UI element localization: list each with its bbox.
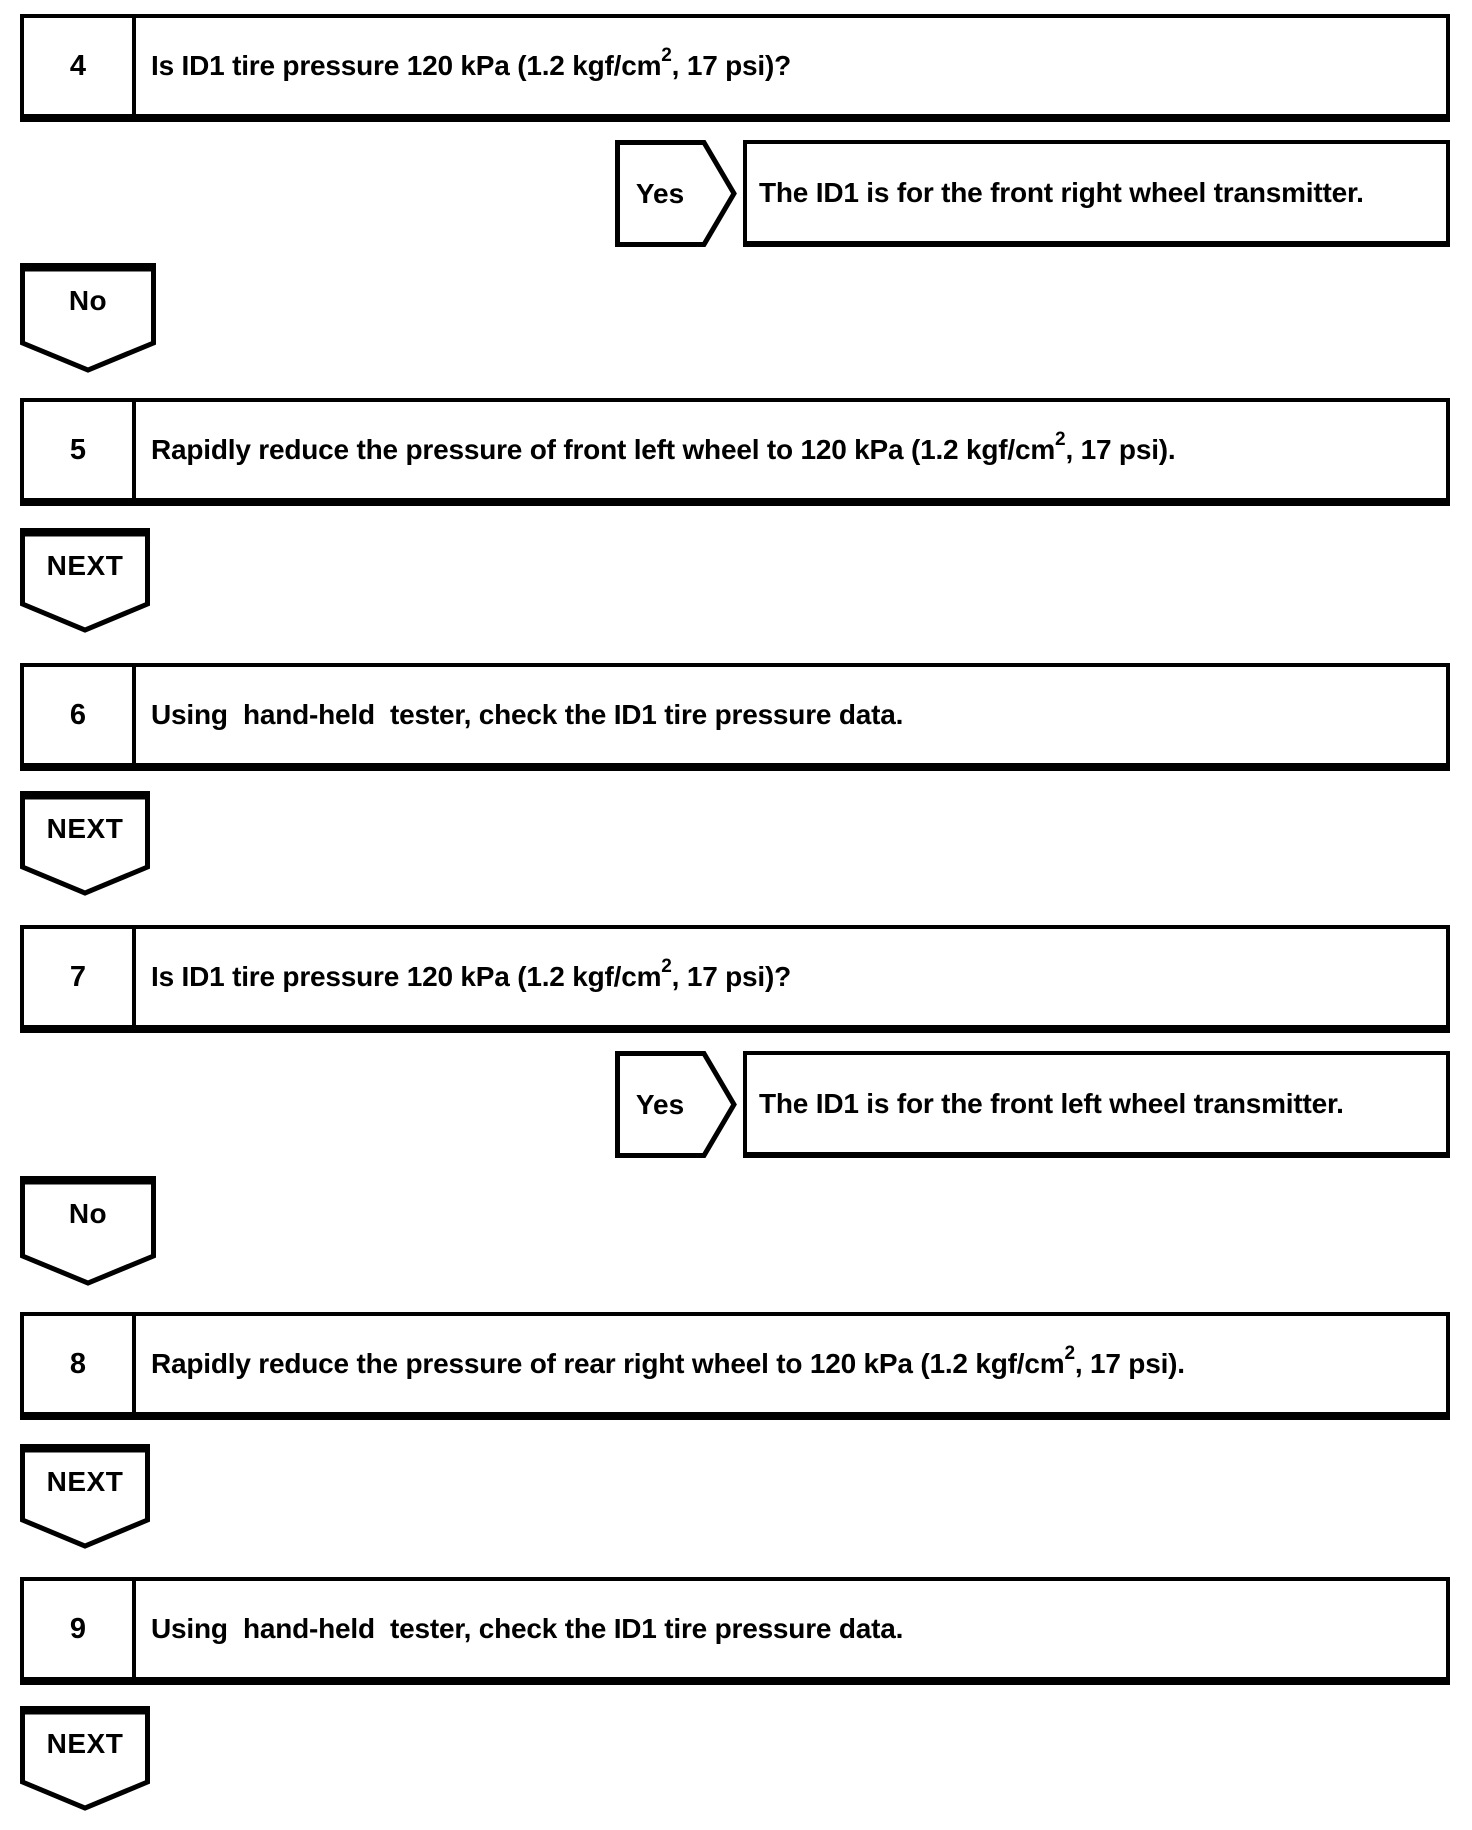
step-8-text-post: , 17 psi).: [1074, 1348, 1185, 1379]
yes-tag: Yes: [615, 1051, 737, 1158]
yes-tag: Yes: [615, 140, 737, 247]
yes-label: Yes: [635, 177, 685, 209]
yes-result-box: The ID1 is for the front left wheel tran…: [743, 1051, 1450, 1158]
step-6-number: 6: [24, 667, 136, 763]
step-5-number: 5: [24, 402, 136, 498]
next-label: NEXT: [46, 1466, 124, 1497]
down-arrow-icon: [20, 1706, 150, 1811]
step-6-text: Using hand-held tester, check the ID1 ti…: [136, 667, 1446, 763]
next-label: NEXT: [46, 1728, 124, 1759]
yes-pentagon-icon: [615, 1051, 737, 1158]
yes-branch-1: Yes The ID1 is for the front right wheel…: [615, 140, 1450, 247]
step-5-text-post: , 17 psi).: [1065, 434, 1176, 465]
step-8-box: 8 Rapidly reduce the pressure of rear ri…: [20, 1312, 1450, 1420]
next-connector-3: NEXT: [20, 1444, 150, 1551]
step-5-text-pre: Rapidly reduce the pressure of front lef…: [151, 434, 1056, 465]
no-label: No: [68, 1198, 108, 1229]
yes-result-text: The ID1 is for the front left wheel tran…: [759, 1087, 1344, 1119]
step-4-number: 4: [24, 18, 136, 114]
down-arrow-icon: [20, 1176, 156, 1286]
step-9-number: 9: [24, 1581, 136, 1677]
step-5-box: 5 Rapidly reduce the pressure of front l…: [20, 398, 1450, 506]
next-label: NEXT: [46, 813, 124, 844]
step-8-text: Rapidly reduce the pressure of rear righ…: [151, 1343, 1185, 1379]
step-8-text-pre: Rapidly reduce the pressure of rear righ…: [151, 1348, 1065, 1379]
step-4-text-pre: Is ID1 tire pressure 120 kPa (1.2 kgf/cm: [151, 50, 662, 81]
next-connector-1: NEXT: [20, 528, 150, 635]
next-connector-2: NEXT: [20, 791, 150, 898]
step-4-box: 4 Is ID1 tire pressure 120 kPa (1.2 kgf/…: [20, 14, 1450, 122]
step-6-text-pre: Using hand-held tester, check the ID1 ti…: [151, 699, 904, 730]
step-7-text-pre: Is ID1 tire pressure 120 kPa (1.2 kgf/cm: [151, 961, 662, 992]
step-9-text: Using hand-held tester, check the ID1 ti…: [136, 1581, 1446, 1677]
down-arrow-icon: [20, 528, 150, 633]
step-9-text-pre: Using hand-held tester, check the ID1 ti…: [151, 1613, 904, 1644]
yes-result-box: The ID1 is for the front right wheel tra…: [743, 140, 1450, 247]
step-4-text-post: , 17 psi)?: [671, 50, 792, 81]
step-7-number: 7: [24, 929, 136, 1025]
down-arrow-icon: [20, 1444, 150, 1549]
yes-result-text: The ID1 is for the front right wheel tra…: [759, 176, 1364, 208]
step-8-number: 8: [24, 1316, 136, 1412]
step-9-box: 9 Using hand-held tester, check the ID1 …: [20, 1577, 1450, 1685]
down-arrow-icon: [20, 263, 156, 373]
yes-label: Yes: [635, 1088, 685, 1120]
step-7-text: Is ID1 tire pressure 120 kPa (1.2 kgf/cm…: [151, 956, 792, 992]
next-connector-4: NEXT: [20, 1706, 150, 1813]
no-connector-1: No: [20, 263, 156, 375]
step-5-text: Rapidly reduce the pressure of front lef…: [151, 429, 1176, 465]
step-7-box: 7 Is ID1 tire pressure 120 kPa (1.2 kgf/…: [20, 925, 1450, 1033]
next-label: NEXT: [46, 550, 124, 581]
down-arrow-icon: [20, 791, 150, 896]
step-6-box: 6 Using hand-held tester, check the ID1 …: [20, 663, 1450, 771]
step-7-text-post: , 17 psi)?: [671, 961, 792, 992]
no-connector-2: No: [20, 1176, 156, 1288]
step-4-text: Is ID1 tire pressure 120 kPa (1.2 kgf/cm…: [151, 45, 792, 81]
yes-branch-2: Yes The ID1 is for the front left wheel …: [615, 1051, 1450, 1158]
yes-pentagon-icon: [615, 140, 737, 247]
no-label: No: [68, 285, 108, 316]
